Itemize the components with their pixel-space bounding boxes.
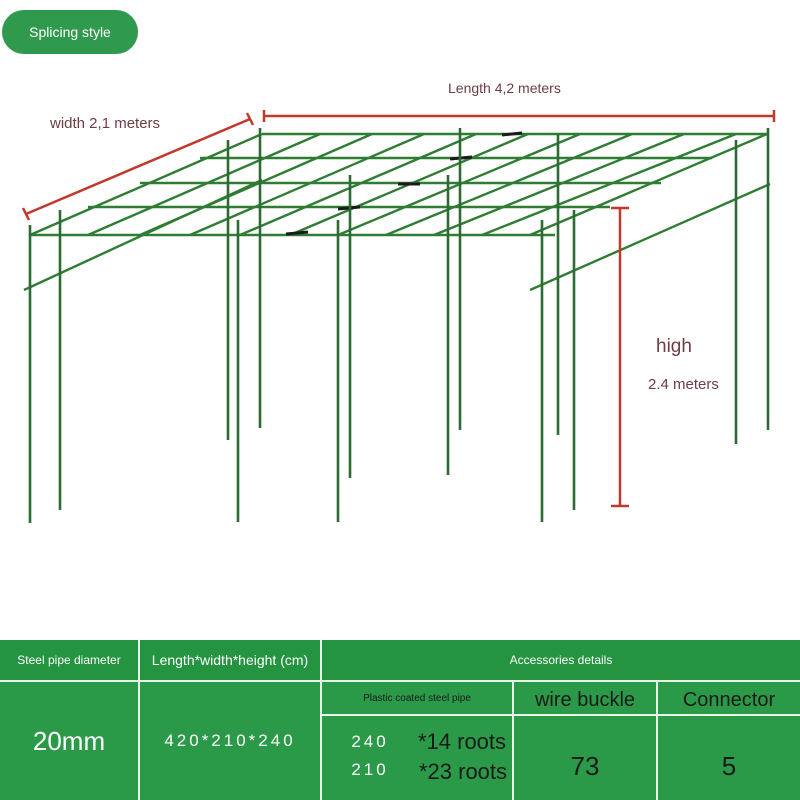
height-value-label: 2.4 meters bbox=[648, 376, 719, 393]
support-posts bbox=[28, 128, 770, 523]
value-pipe-qty-1: *14 roots bbox=[417, 729, 507, 754]
badge-label: Splicing style bbox=[29, 24, 111, 40]
subheader-connector: Connector bbox=[682, 688, 776, 711]
spec-table: Steel pipe diameter Length*width*height … bbox=[0, 640, 800, 800]
value-buckle: 73 bbox=[570, 750, 600, 781]
subheader-pipe: Plastic coated steel pipe bbox=[363, 692, 471, 704]
splicing-style-badge: Splicing style bbox=[2, 10, 138, 54]
value-diameter: 20mm bbox=[32, 725, 106, 756]
length-label: Length 4,2 meters bbox=[448, 80, 561, 96]
dimension-lines bbox=[21, 110, 776, 508]
roof-grid bbox=[23, 132, 771, 292]
value-pipe-length-1: 240 bbox=[351, 732, 389, 751]
value-pipe-length-2: 210 bbox=[351, 760, 389, 779]
width-label: width 2,1 meters bbox=[50, 115, 161, 132]
value-pipe-qty-2: *23 roots bbox=[418, 759, 508, 784]
frame-diagram bbox=[21, 110, 776, 523]
height-label: high bbox=[656, 336, 692, 357]
header-lwh: Length*width*height (cm) bbox=[140, 640, 320, 682]
header-diameter: Steel pipe diameter bbox=[0, 640, 138, 682]
header-accessories: Accessories details bbox=[322, 640, 800, 682]
value-lwh: 420*210*240 bbox=[164, 731, 296, 750]
subheader-buckle: wire buckle bbox=[534, 688, 636, 711]
value-connector: 5 bbox=[721, 750, 737, 781]
